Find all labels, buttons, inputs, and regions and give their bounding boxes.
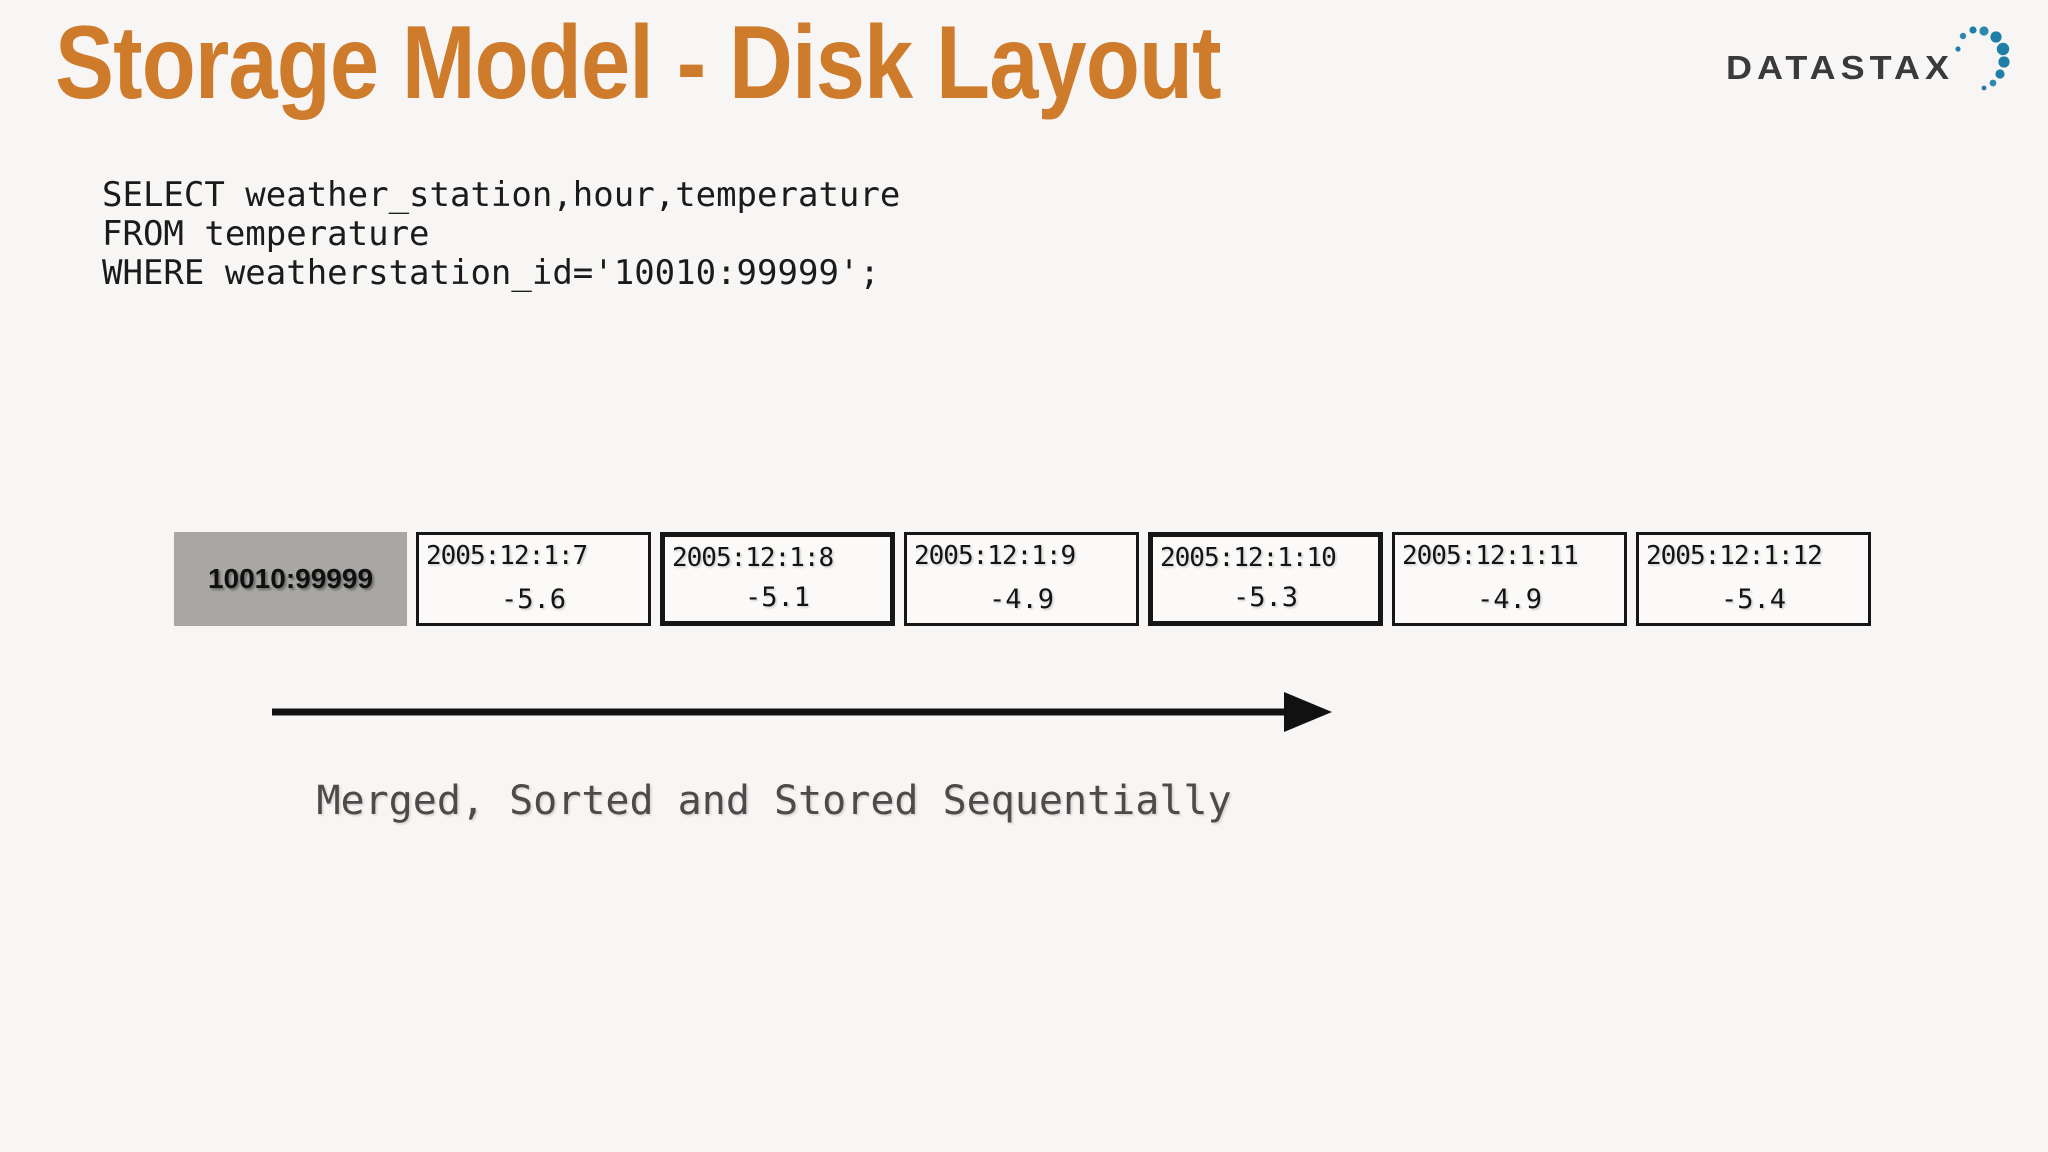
sequential-order-arrow	[272, 692, 1332, 732]
cell-temperature: -5.6	[500, 584, 567, 615]
datastax-wordmark: DATASTAX	[1726, 48, 1954, 87]
cql-query: SELECT weather_station,hour,temperature …	[102, 175, 901, 293]
storage-cell: 2005:12:1:11 -4.9	[1392, 532, 1627, 626]
arrow-caption: Merged, Sorted and Stored Sequentially	[316, 778, 1232, 824]
cell-timestamp: 2005:12:1:9	[914, 541, 1076, 571]
cell-temperature: -4.9	[1476, 584, 1543, 615]
storage-cell: 2005:12:1:7 -5.6	[416, 532, 651, 626]
cell-timestamp: 2005:12:1:11	[1402, 541, 1579, 571]
storage-cell: 2005:12:1:12 -5.4	[1636, 532, 1871, 626]
storage-cell: 2005:12:1:10 -5.3	[1148, 532, 1383, 626]
cell-temperature: -5.4	[1720, 584, 1787, 615]
cell-temperature: -5.3	[1232, 582, 1299, 613]
cell-timestamp: 2005:12:1:12	[1646, 541, 1823, 571]
datastax-logo: DATASTAX	[1726, 26, 2026, 102]
partition-key-box: 10010:99999	[174, 532, 407, 626]
datastax-swirl-icon	[1955, 26, 2010, 91]
disk-layout-row: 10010:99999 2005:12:1:7 -5.6 2005:12:1:8…	[174, 532, 1871, 626]
cell-temperature: -4.9	[988, 584, 1055, 615]
cell-temperature: -5.1	[744, 582, 811, 613]
page-title: Storage Model - Disk Layout	[55, 5, 1222, 121]
storage-cell: 2005:12:1:8 -5.1	[660, 532, 895, 626]
storage-cell: 2005:12:1:9 -4.9	[904, 532, 1139, 626]
cell-timestamp: 2005:12:1:8	[672, 543, 834, 573]
cell-timestamp: 2005:12:1:7	[426, 541, 588, 571]
cell-timestamp: 2005:12:1:10	[1160, 543, 1337, 573]
